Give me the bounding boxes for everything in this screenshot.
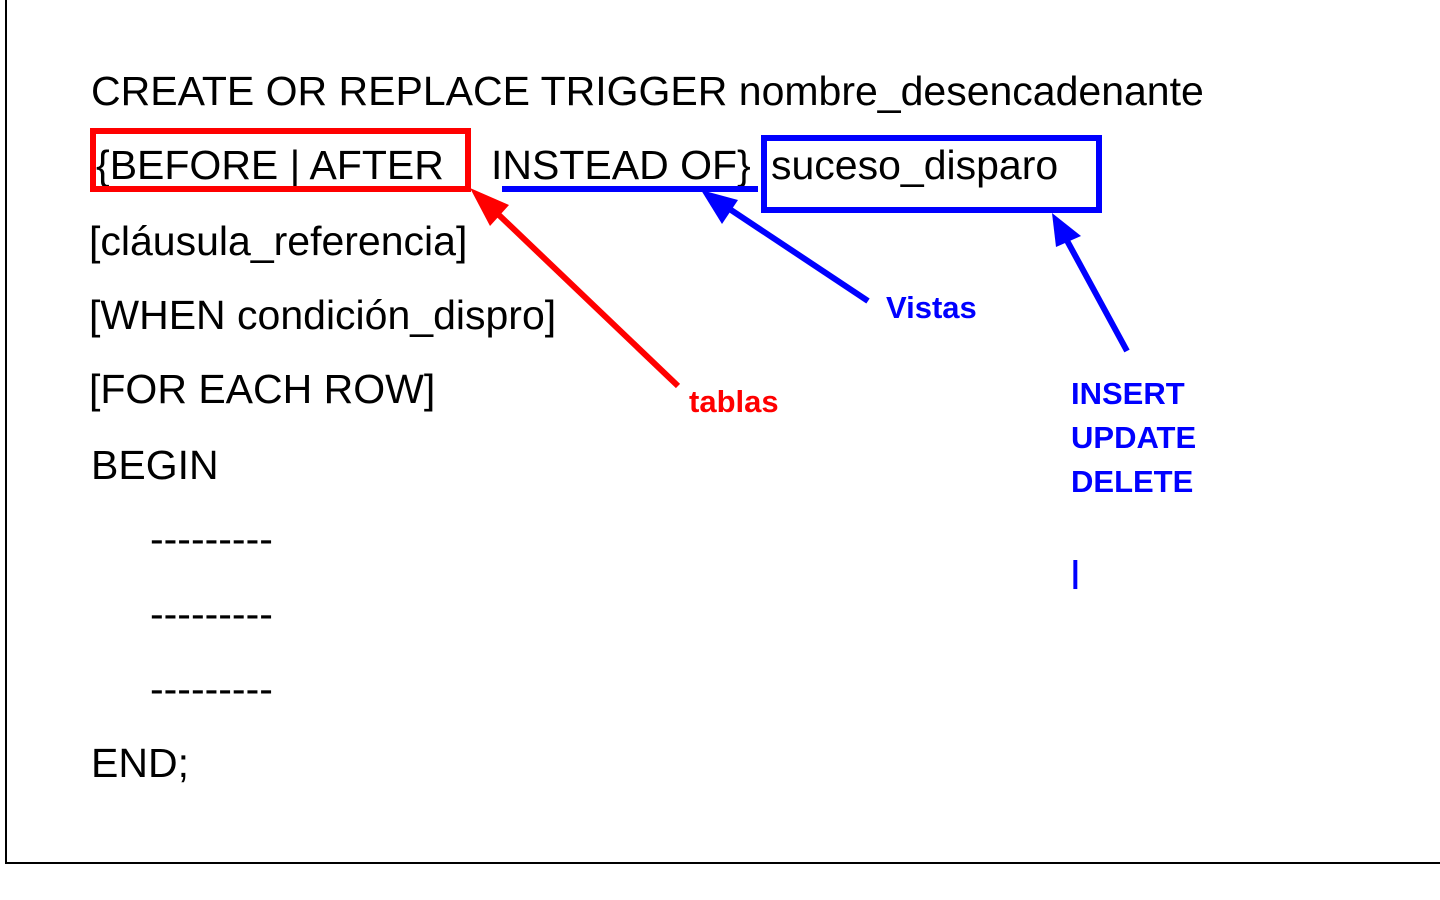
tablas-label: tablas	[689, 384, 779, 419]
code-line-when-condition: [WHEN condición_dispro]	[89, 292, 557, 338]
cursor-mark: |	[1071, 554, 1080, 589]
code-event-suceso-disparo: suceso_disparo	[771, 142, 1059, 188]
code-body-line: ---------	[150, 516, 273, 562]
event-insert-label: INSERT	[1071, 376, 1185, 411]
event-delete-label: DELETE	[1071, 464, 1194, 499]
code-line-end: END;	[91, 740, 189, 786]
event-update-label: UPDATE	[1071, 420, 1197, 455]
code-line-clausula-referencia: [cláusula_referencia]	[89, 218, 468, 264]
code-timing-instead-of: INSTEAD OF}	[491, 142, 751, 188]
vistas-label: Vistas	[886, 290, 977, 325]
code-line-begin: BEGIN	[91, 442, 219, 488]
diagram-frame	[5, 0, 1440, 864]
code-line-for-each-row: [FOR EACH ROW]	[89, 366, 436, 412]
code-body-line: ---------	[150, 591, 273, 637]
code-body-line: ---------	[150, 666, 273, 712]
code-timing-before-after: {BEFORE | AFTER	[96, 142, 444, 188]
code-line-create-trigger: CREATE OR REPLACE TRIGGER nombre_desenca…	[91, 68, 1204, 114]
